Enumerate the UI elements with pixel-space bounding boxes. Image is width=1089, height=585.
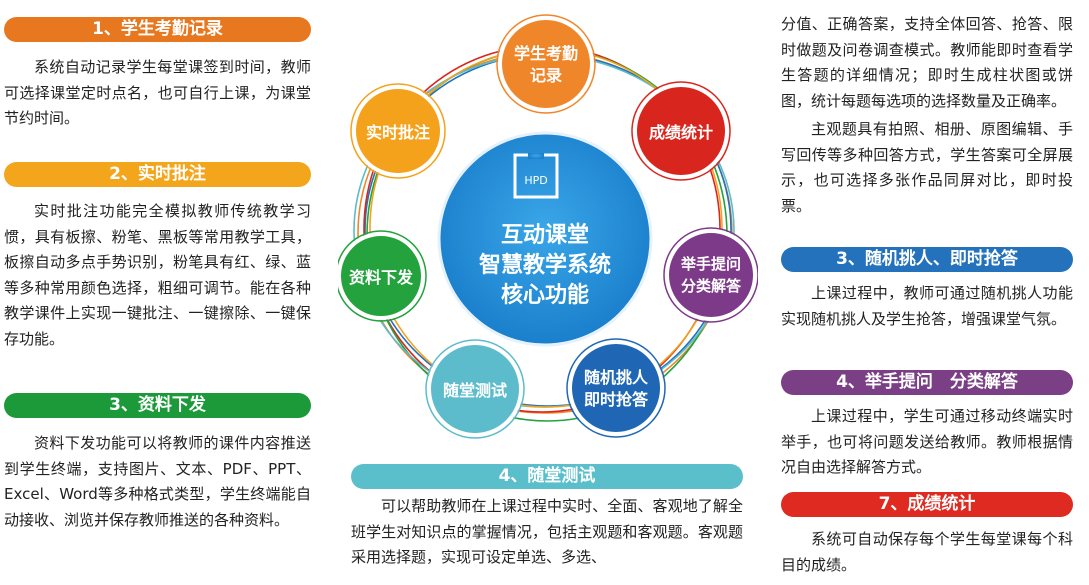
node-label: 成绩统计	[649, 123, 713, 142]
center-hub: HPD 互动课堂 智慧教学系统 核心功能	[437, 131, 653, 347]
center-title-line-1: 互动课堂	[501, 223, 589, 248]
node-label: 即时抢答	[584, 390, 649, 409]
section-title: 3、随机挑人、即时抢答	[781, 247, 1073, 272]
center-title-line-2: 智慧教学系统	[479, 252, 611, 278]
section-distribution: 3、资料下发 资料下发功能可以将教师的课件内容推送到学生终端，支持图片、文本、P…	[4, 393, 311, 533]
core-function-diagram: HPD 互动课堂 智慧教学系统 核心功能 学生考勤 记录 成绩统计 举手提问 分…	[338, 14, 758, 439]
hpd-logo: HPD	[513, 153, 559, 199]
node-label: 随机挑人	[584, 368, 649, 387]
node-label: 学生考勤	[514, 44, 578, 63]
node-label: 随堂测试	[443, 381, 507, 400]
section-text: 主观题具有拍照、相册、原图编辑、手写回传等多种回答方式，学生答案可全屏展示，也可…	[781, 120, 1073, 215]
node-raise-hand: 举手提问 分类解答	[663, 227, 758, 323]
node-distribution: 资料下发	[338, 230, 427, 322]
node-label: 资料下发	[349, 268, 414, 287]
section-text: 系统自动记录学生每堂课签到时间，教师可选择课堂定时点名，也可自行上课，为课堂节约…	[4, 58, 311, 127]
section-title: 1、学生考勤记录	[4, 17, 311, 42]
node-label: 分类解答	[681, 277, 742, 295]
section-title: 4、随堂测试	[351, 464, 743, 489]
logo-text: HPD	[524, 174, 547, 187]
section-attendance: 1、学生考勤记录 系统自动记录学生每堂课签到时间，教师可选择课堂定时点名，也可自…	[4, 17, 311, 132]
section-annotation: 2、实时批注 实时批注功能完全模拟教师传统教学习惯，具有板擦、粉笔、黑板等常用教…	[4, 162, 311, 352]
section-title: 7、成绩统计	[781, 492, 1073, 517]
section-grade-stats: 7、成绩统计 系统可自动保存每个学生每堂课每个科目的成绩。	[781, 492, 1073, 578]
section-quiz: 4、随堂测试 可以帮助教师在上课过程中实时、全面、客观地了解全班学生对知识点的掌…	[351, 464, 743, 571]
section-title: 4、举手提问 分类解答	[781, 370, 1073, 395]
section-text: 资料下发功能可以将教师的课件内容推送到学生终端，支持图片、文本、PDF、PPT、…	[4, 434, 311, 529]
node-grade-stats: 成绩统计	[631, 81, 731, 181]
section-text: 可以帮助教师在上课过程中实时、全面、客观地了解全班学生对知识点的掌握情况，包括主…	[351, 497, 743, 566]
section-title: 3、资料下发	[4, 393, 311, 418]
node-label: 举手提问	[680, 255, 741, 273]
center-title-line-3: 核心功能	[501, 282, 589, 308]
section-text: 实时批注功能完全模拟教师传统教学习惯，具有板擦、粉笔、黑板等常用教学工具，板擦自…	[4, 202, 311, 348]
section-raise-hand: 4、举手提问 分类解答 上课过程中，学生可通过移动终端实时举手，也可将问题发送给…	[781, 370, 1073, 481]
section-random-pick: 3、随机挑人、即时抢答 上课过程中，教师可通过随机挑人功能实现随机挑人及学生抢答…	[781, 247, 1073, 332]
section-quiz-continued: 分值、正确答案，支持全体回答、抢答、限时做题及问卷调查模式。教师能即时查看学生答…	[781, 12, 1073, 219]
section-title: 2、实时批注	[4, 162, 311, 187]
node-annotation: 实时批注	[350, 83, 446, 179]
node-quiz: 随堂测试	[425, 339, 525, 439]
section-text: 上课过程中，学生可通过移动终端实时举手，也可将问题发送给教师。教师根据情况自由选…	[781, 407, 1073, 476]
section-text: 上课过程中，教师可通过随机挑人功能实现随机挑人及学生抢答，增强课堂气氛。	[781, 284, 1073, 328]
node-random-pick: 随机挑人 即时抢答	[566, 338, 666, 438]
node-label: 实时批注	[366, 123, 430, 142]
section-text: 分值、正确答案，支持全体回答、抢答、限时做题及问卷调查模式。教师能即时查看学生答…	[781, 15, 1073, 110]
section-text: 系统可自动保存每个学生每堂课每个科目的成绩。	[781, 530, 1073, 574]
node-attendance: 学生考勤 记录	[496, 14, 596, 114]
node-label: 记录	[530, 66, 562, 85]
